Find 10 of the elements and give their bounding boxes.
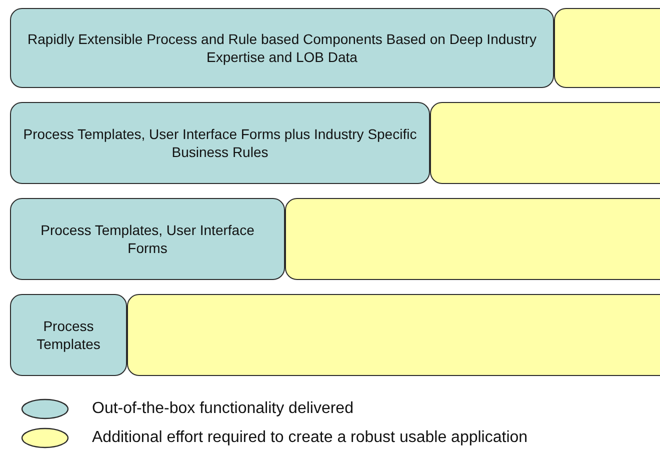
process-box [10,8,554,88]
box-label: Rapidly Extensible Process and Rule based Components Based on Deep Industry Expertise and LOB Data [26,30,538,66]
box-label: Process Templates, User Interface Forms [40,221,256,257]
box-label: Process Templates, User Interface Forms plus Industry Specific Business Rules [22,125,418,161]
process-box [10,102,430,184]
legend-label: Out-of-the-box functionality delivered [92,400,354,418]
process-box [10,294,127,376]
legend-label: Additional effort required to create a robust usable application [92,429,528,447]
process-box [10,198,285,280]
box-label: Process Templates [36,317,102,353]
